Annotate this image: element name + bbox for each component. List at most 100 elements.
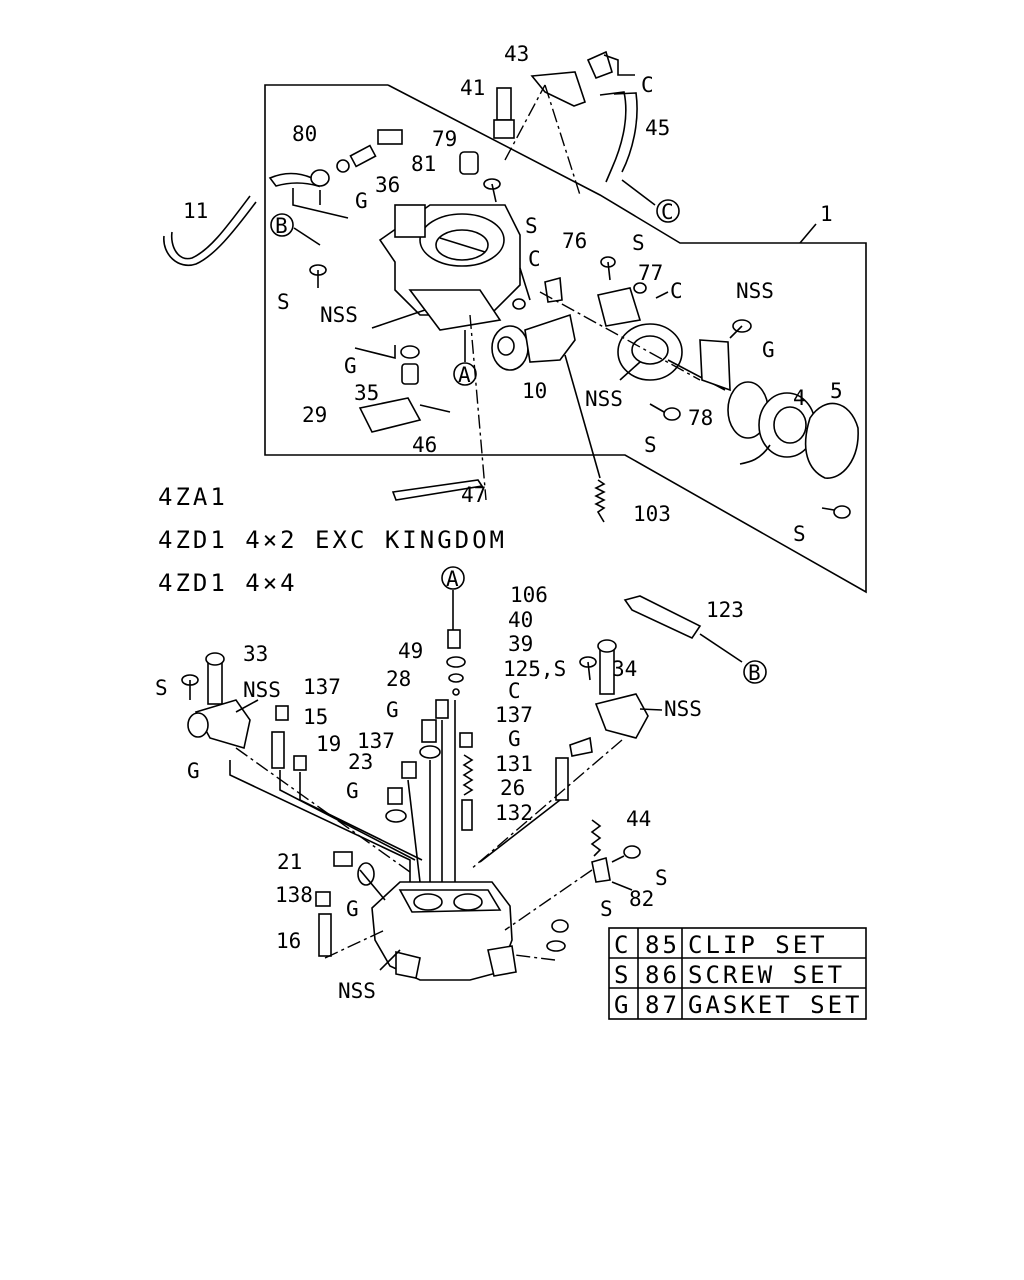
spring-103-hook [564,354,601,479]
air-horn-valve [439,237,486,253]
label-28: 28 [386,667,411,691]
plate-78 [699,339,731,392]
ref-b-leader [293,227,321,246]
dash-lever-pump [539,291,701,381]
leader-nss-pump [619,361,641,381]
line-19-body [299,772,423,861]
label-10: 10 [522,379,547,403]
washer-40 [446,656,466,668]
label-137-center: 137 [357,729,395,753]
label-36: 36 [375,173,400,197]
label-s-left-lower: S [155,676,168,700]
screw-125s [579,656,597,681]
choke-housing-4-center [773,406,807,444]
label-46: 46 [412,433,437,457]
pin-46 [419,404,451,413]
label-s-nut: S [600,897,613,921]
label-ref-b-2: B [748,661,761,685]
bracket-43 [530,71,587,107]
pump-cover-inner [631,335,669,365]
line-21-body [359,869,386,901]
label-15: 15 [303,705,328,729]
legend-num-clip: 85 [645,931,680,959]
bolt-head-81 [377,129,403,145]
label-49: 49 [398,639,423,663]
line-33-body [229,760,411,882]
screw-s-lower [649,403,681,421]
label-123: 123 [706,598,744,622]
bolt-81 [349,144,377,168]
legend-code-screw: S [614,961,631,989]
jet-137-right [459,732,473,748]
rod-26 [555,757,569,801]
stud-base-41 [493,119,515,139]
label-c-mid: C [670,279,683,303]
label-138: 138 [275,883,313,907]
jet-137-left [275,705,289,721]
label-43: 43 [504,42,529,66]
label-s-cover: S [793,522,806,546]
pump-body-right-nss [594,693,649,739]
label-g-35: G [344,354,357,378]
hose-11 [163,195,257,267]
legend-code-clip: C [614,931,631,959]
clip-c-ball [452,688,460,696]
cap-79 [459,151,479,175]
label-5: 5 [830,379,843,403]
screw-s-mid [600,256,616,281]
jet-19 [293,755,307,771]
jet-49 [435,699,449,719]
label-76: 76 [562,229,587,253]
dash-16-body [324,929,386,959]
dash-41-43 [504,84,546,161]
jet-28 [421,719,437,743]
label-ref-b-1: B [275,214,288,238]
leader-c-right-mid [655,291,669,299]
plunger-132 [461,799,473,831]
label-80: 80 [292,122,317,146]
dash-nut-body [514,954,556,961]
label-81: 81 [411,152,436,176]
ref-c-circle-1 [656,199,680,223]
label-40: 40 [508,608,533,632]
legend-row-screw: S 86 SCREW SET [614,961,842,989]
legend-desc-gasket: GASKET SET [688,991,863,1019]
gasket-g-21 [357,862,375,886]
label-g-left: G [187,759,200,783]
valve-35 [401,363,419,385]
label-16: 16 [276,929,301,953]
gasket-g-23 [385,809,407,823]
leader-nss-upper [371,309,426,329]
dash-right-pump [469,739,623,871]
label-ref-a-2: A [446,567,459,591]
jet-138 [315,891,331,907]
label-132: 132 [495,801,533,825]
label-21: 21 [277,850,302,874]
diaphragm-10-link [524,313,576,363]
bracket-g-35 [354,345,396,360]
label-47: 47 [461,483,486,507]
leader-nss-lower [379,949,401,971]
legend-row-gasket: G 87 GASKET SET [614,991,863,1019]
legend-num-gasket: 87 [645,991,680,1019]
clip-leader [603,54,635,76]
label-g-right: G [508,727,521,751]
label-nss-left: NSS [243,678,281,702]
leader-c-lever [519,267,531,301]
line-26-body [479,799,561,863]
spring-44 [590,819,602,857]
clip-c-left [512,298,526,310]
label-137-left: 137 [303,675,341,699]
gasket-bracket-g1 [292,188,349,219]
body-spindle [487,945,517,977]
jet-21 [333,851,353,867]
line-15-body [279,770,416,861]
label-1: 1 [820,202,833,226]
body-lower-boss [395,950,421,979]
label-44: 44 [626,807,651,831]
bracket-77 [597,287,642,327]
label-125s: 125,S [503,657,566,681]
variant-caption-3: 4ZD1 4×4 [158,569,298,597]
lever-76 [544,276,563,303]
label-g-21: G [346,897,359,921]
